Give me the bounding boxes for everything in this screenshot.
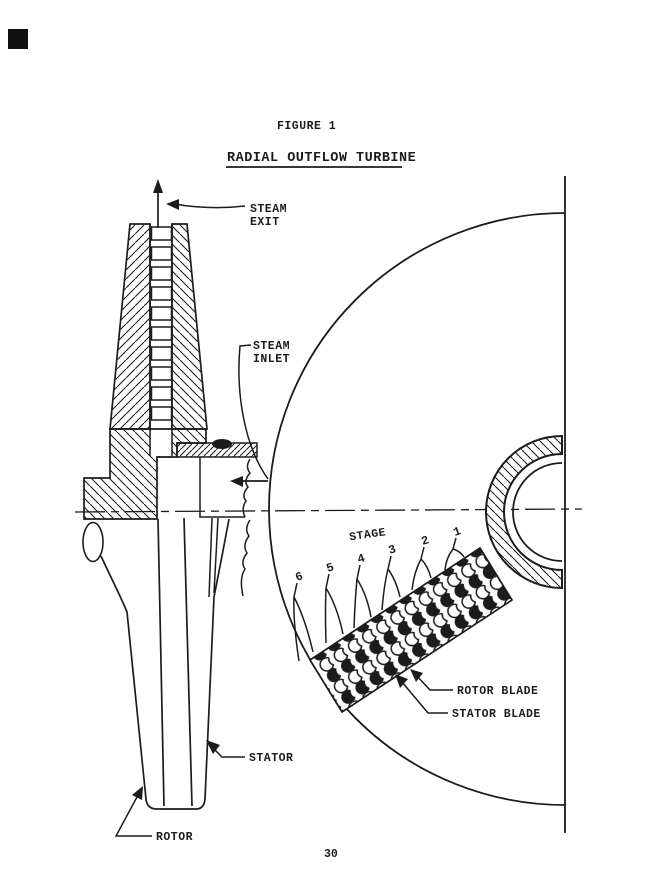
stage-number-6: 6 xyxy=(294,569,305,585)
figure-title: RADIAL OUTFLOW TURBINE xyxy=(227,151,416,166)
stator-blade-arrow-icon xyxy=(395,674,408,688)
scan-artifact-square xyxy=(8,29,28,49)
rotor-cone xyxy=(100,517,230,810)
stage-number-2: 2 xyxy=(420,533,431,549)
hub-ring xyxy=(485,434,563,590)
rotor-blade-label: ROTOR BLADE xyxy=(457,685,538,698)
steam-exit-callout: STEAM EXIT xyxy=(153,179,287,229)
rotor-blade-arrow-icon xyxy=(410,669,423,682)
rotor-blade-leader xyxy=(415,674,453,691)
blade-ladder xyxy=(149,224,173,456)
inlet-seal xyxy=(212,439,232,449)
stator-blade-callout: STATOR BLADE xyxy=(395,674,541,721)
inlet-flange xyxy=(176,439,258,458)
steam-exit-leader xyxy=(173,203,246,209)
hub-section xyxy=(83,428,207,520)
stage-number-4: 4 xyxy=(356,551,367,567)
disk-arc xyxy=(268,212,566,806)
stage-fork-6 xyxy=(293,582,314,662)
stage-number-5: 5 xyxy=(325,560,336,576)
stage-number-3: 3 xyxy=(387,542,398,558)
steam-exit-label-line1: STEAM xyxy=(250,203,287,216)
rotor-label: ROTOR xyxy=(156,831,193,844)
stage-forks xyxy=(293,537,465,662)
stage-fork-3 xyxy=(381,555,401,611)
steam-exit-arrow-up-icon xyxy=(153,179,163,193)
stator-callout: STATOR xyxy=(206,740,293,765)
stage-fork-2 xyxy=(411,546,432,591)
rotor-arrow-icon xyxy=(132,786,143,800)
stator-label: STATOR xyxy=(249,752,293,765)
disk-front-view xyxy=(268,176,566,833)
stage-label: STAGE xyxy=(348,526,386,544)
stage-number-1: 1 xyxy=(452,524,463,540)
steam-inlet-arrow-icon xyxy=(230,476,243,487)
shaft-ellipse xyxy=(82,521,104,563)
steam-exit-arrow-left-icon xyxy=(166,199,179,210)
blade-band xyxy=(309,547,513,713)
stage-callouts: STAGE 6 5 4 3 2 1 xyxy=(293,524,465,662)
page-number: 30 xyxy=(324,848,338,861)
stator-arrow-icon xyxy=(206,740,220,754)
figure-label: FIGURE 1 xyxy=(277,120,336,133)
steam-inlet-leader xyxy=(238,344,269,480)
steam-inlet-label-line1: STEAM xyxy=(253,340,290,353)
inlet-duct xyxy=(199,457,251,598)
rotor-leader xyxy=(114,796,152,837)
stage-fork-4 xyxy=(353,564,372,629)
steam-inlet-label-line2: INLET xyxy=(253,353,290,366)
stator-blade-label: STATOR BLADE xyxy=(452,708,541,721)
stage-fork-5 xyxy=(324,573,344,644)
stage-fork-1 xyxy=(444,537,465,571)
rotor-callout: ROTOR xyxy=(114,786,193,844)
stator-blade-leader xyxy=(401,681,448,714)
steam-inlet-callout: STEAM INLET xyxy=(230,340,290,487)
rotor-blade-callout: ROTOR BLADE xyxy=(410,669,538,698)
steam-exit-label-line2: EXIT xyxy=(250,216,280,229)
